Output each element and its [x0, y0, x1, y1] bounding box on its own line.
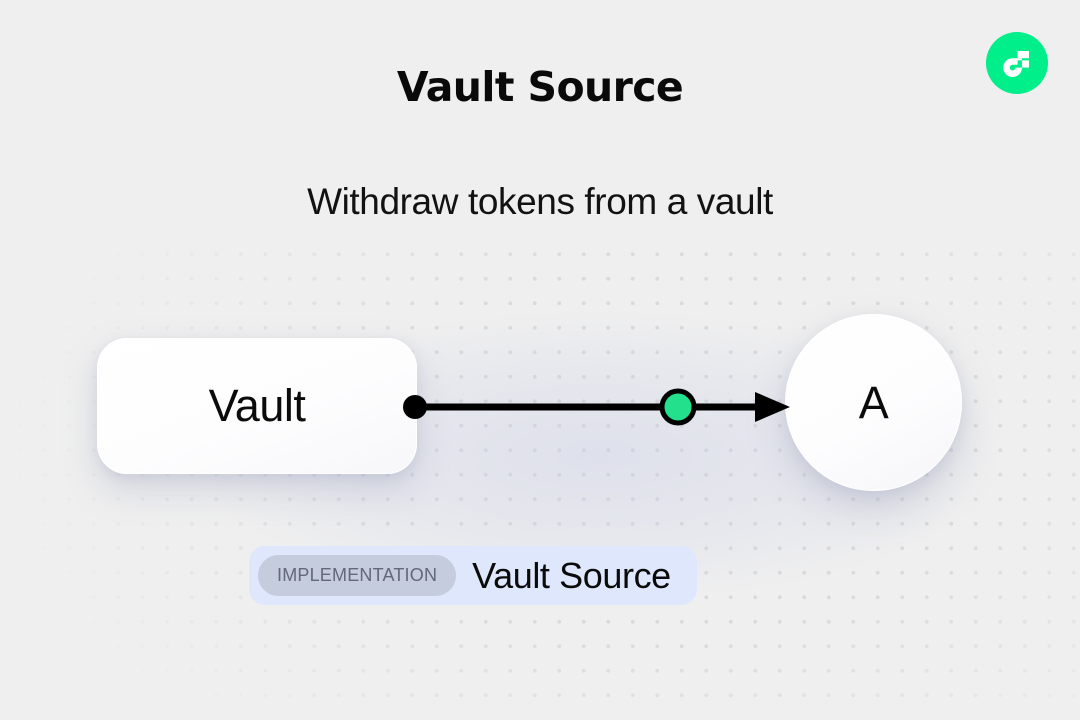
- edge-midpoint-node[interactable]: [659, 388, 697, 426]
- page-title: Vault Source: [396, 63, 684, 111]
- implementation-badge[interactable]: IMPLEMENTATION Vault Source: [249, 546, 697, 605]
- node-vault[interactable]: Vault: [97, 338, 417, 474]
- node-a[interactable]: A: [785, 314, 962, 491]
- node-vault-label: Vault: [208, 380, 306, 431]
- implementation-tag: IMPLEMENTATION: [258, 555, 457, 596]
- node-a-label: A: [858, 376, 889, 428]
- page-subtitle: Withdraw tokens from a vault: [307, 181, 773, 222]
- implementation-name: Vault Source: [472, 554, 671, 596]
- flow-logo-icon: [986, 32, 1048, 94]
